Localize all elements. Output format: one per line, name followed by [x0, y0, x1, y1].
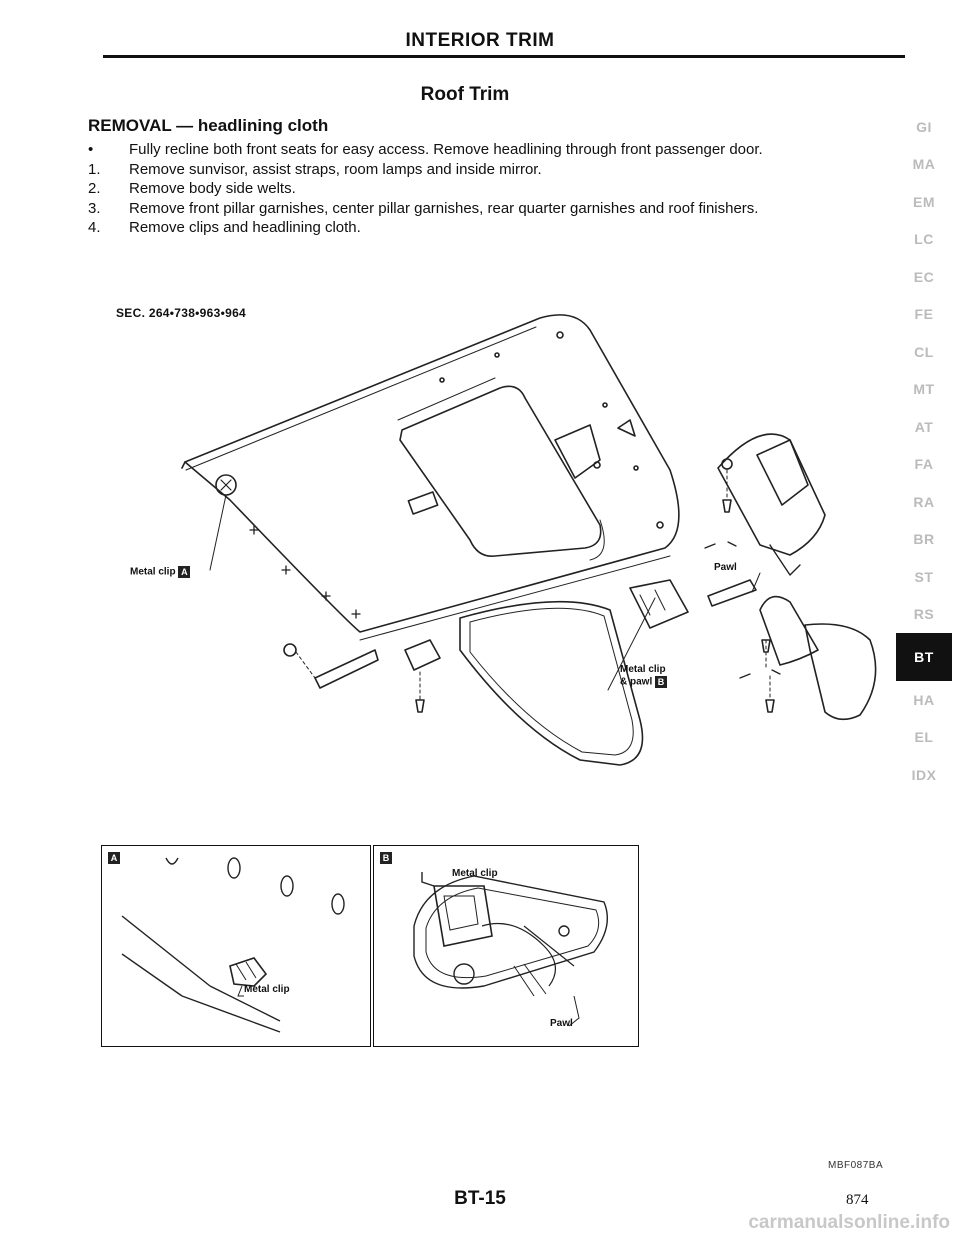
side-tab-st[interactable]: ST	[914, 568, 934, 585]
step-text: Remove front pillar garnishes, center pi…	[129, 199, 759, 217]
section-reference: SEC. 264•738•963•964	[116, 306, 247, 320]
section-title: Roof Trim	[420, 84, 510, 105]
sunvisor	[717, 433, 826, 556]
step-item: • Fully recline both front seats for eas…	[88, 140, 898, 160]
step-item: 3. Remove front pillar garnishes, center…	[88, 199, 898, 219]
side-tab-ra[interactable]: RA	[913, 493, 935, 510]
side-tab-ec[interactable]: EC	[913, 268, 935, 285]
step-text: Remove sunvisor, assist straps, room lam…	[129, 160, 542, 178]
side-tab-fa[interactable]: FA	[914, 456, 934, 473]
page-label: BT-15	[454, 1188, 506, 1209]
metal-clip-pawl-line2: & pawl	[620, 676, 653, 688]
side-tab-br[interactable]: BR	[913, 531, 935, 548]
headlining-panel	[184, 314, 680, 633]
headlining-exploded-diagram	[181, 314, 877, 766]
badge-a: A	[178, 566, 191, 578]
step-text: Remove body side welts.	[129, 180, 296, 197]
step-item: 4. Remove clips and headlining cloth.	[88, 218, 898, 238]
assist-strap	[314, 649, 379, 689]
step-marker: •	[88, 141, 94, 158]
lamp-aperture	[407, 491, 439, 515]
side-tab-rs[interactable]: RS	[913, 606, 935, 623]
detail-b-label-bottom: Pawl	[550, 1018, 573, 1029]
step-marker: 2.	[88, 180, 101, 197]
side-tab-ha[interactable]: HA	[913, 691, 935, 708]
assist-grip-rear	[804, 623, 877, 721]
side-tab-lc[interactable]: LC	[914, 231, 934, 248]
metal-clip-pawl-callout: Metal clip & pawl B	[620, 664, 668, 689]
pawl-part	[707, 579, 757, 607]
side-tab-cl[interactable]: CL	[914, 343, 934, 360]
screw-icon	[722, 499, 732, 513]
metal-clip-callout: Metal clip A	[130, 566, 191, 578]
screw-icon	[415, 699, 425, 713]
side-tab-bt[interactable]: BT	[896, 633, 952, 681]
page-header-title: INTERIOR TRIM	[405, 30, 555, 51]
metal-clip-pawl-part	[629, 579, 689, 629]
detail-b-box: B Metal clip Pawl	[373, 845, 639, 1047]
step-item: 2. Remove body side welts.	[88, 179, 898, 199]
side-tab-em[interactable]: EM	[913, 193, 935, 210]
detail-b-label-top: Metal clip	[452, 868, 498, 879]
step-marker: 4.	[88, 219, 101, 236]
page-number: 874	[846, 1192, 869, 1208]
side-tab-el[interactable]: EL	[914, 729, 934, 746]
sunvisor-rear	[759, 595, 819, 666]
side-tab-at[interactable]: AT	[914, 418, 934, 435]
step-text: Remove clips and headlining cloth.	[129, 219, 361, 236]
room-lamp-frame	[459, 600, 644, 766]
metal-clip-callout-label: Metal clip	[130, 566, 176, 578]
pawl-callout: Pawl	[714, 562, 737, 573]
removal-steps: • Fully recline both front seats for eas…	[88, 140, 898, 238]
screw-icon	[761, 639, 771, 653]
watermark: carmanualsonline.info	[748, 1212, 950, 1233]
side-tab-idx[interactable]: IDX	[911, 766, 937, 783]
detail-a-label: Metal clip	[244, 984, 290, 995]
detail-a-drawing	[121, 857, 345, 1033]
detail-b-drawing	[413, 872, 608, 1027]
sunroof-opening	[399, 385, 602, 557]
detail-b-badge: B	[380, 852, 392, 864]
screw-icon	[765, 699, 775, 713]
side-tab-fe[interactable]: FE	[914, 306, 934, 323]
removal-heading: REMOVAL — headlining cloth	[88, 116, 329, 135]
room-lamp	[404, 639, 441, 671]
step-marker: 1.	[88, 160, 101, 178]
header-rule	[103, 55, 905, 58]
side-tab-ma[interactable]: MA	[912, 156, 936, 173]
side-tab-gi[interactable]: GI	[916, 118, 932, 135]
step-marker: 3.	[88, 199, 101, 217]
step-text: Fully recline both front seats for easy …	[129, 141, 763, 158]
detail-a-badge: A	[108, 852, 120, 864]
badge-b: B	[655, 676, 668, 688]
metal-clip-icon	[229, 957, 268, 987]
side-index: GI MA EM LC EC FE CL MT AT FA RA BR ST R…	[896, 108, 952, 794]
detail-a-box: A Metal clip	[101, 845, 371, 1047]
step-item: 1. Remove sunvisor, assist straps, room …	[88, 160, 898, 180]
clip-markers	[249, 525, 361, 619]
metal-clip-pawl-line1: Metal clip	[620, 664, 666, 675]
figure-code: MBF087BA	[828, 1160, 884, 1171]
metal-clip-icon	[433, 885, 493, 947]
side-tab-mt[interactable]: MT	[913, 381, 935, 398]
